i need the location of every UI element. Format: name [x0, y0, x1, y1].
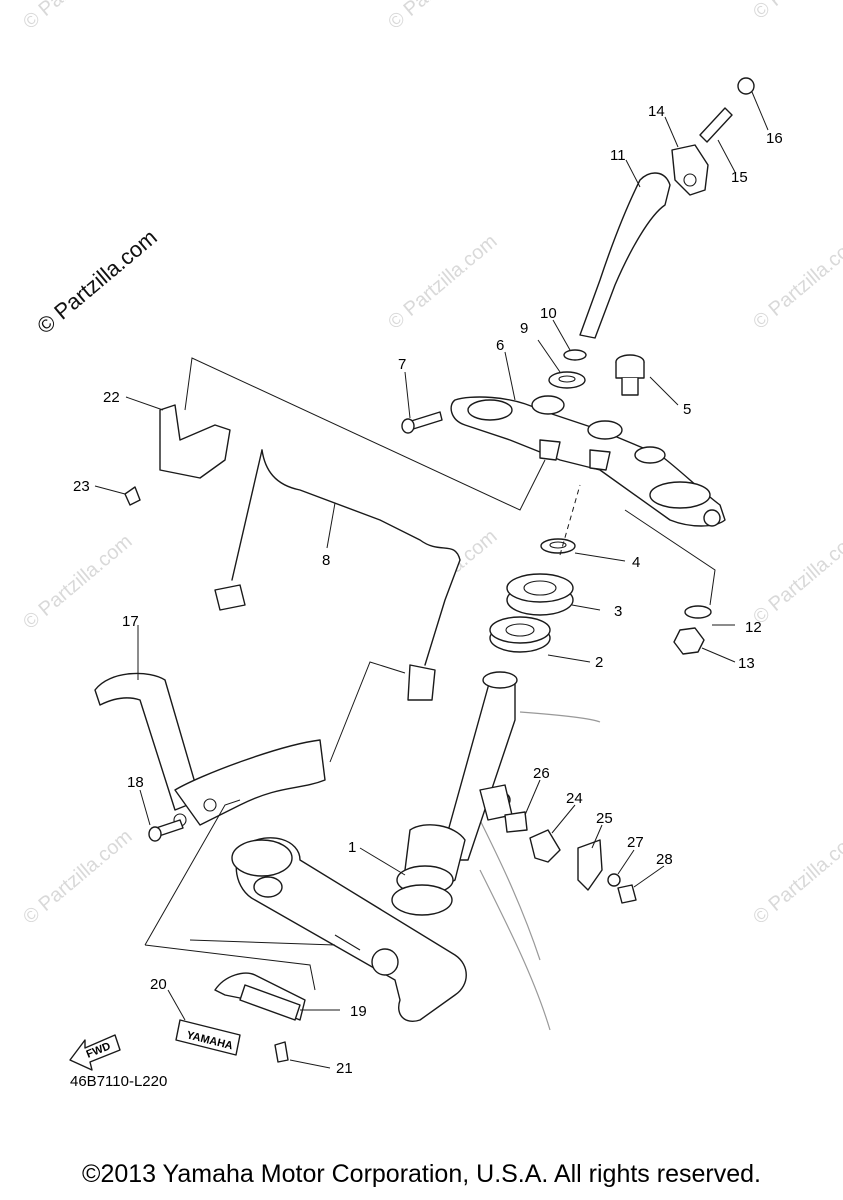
callout-21: 21	[336, 1060, 353, 1077]
callout-12: 12	[745, 619, 762, 636]
diagram-code: 46B7110-L220	[70, 1073, 167, 1090]
watermark: © Partzilla.com	[749, 0, 843, 24]
callout-17: 17	[122, 613, 139, 630]
washer-10	[563, 349, 587, 361]
upper-bracket	[450, 395, 726, 527]
callout-9: 9	[520, 320, 528, 337]
partzilla-watermark: © Partzilla.com	[32, 224, 162, 338]
callout-3: 3	[614, 603, 622, 620]
callout-6: 6	[496, 337, 504, 354]
callout-23: 23	[73, 478, 90, 495]
callout-28: 28	[656, 851, 673, 868]
bolt-15	[699, 107, 733, 143]
callout-25: 25	[596, 810, 613, 827]
wire-8	[261, 449, 461, 666]
callout-19: 19	[350, 1003, 367, 1020]
bolt-5	[615, 354, 645, 396]
assembly-lines	[144, 357, 716, 991]
bolt-7	[401, 411, 443, 434]
spring-26	[504, 811, 528, 833]
callout-16: 16	[766, 130, 783, 147]
washer-12	[684, 605, 712, 619]
callout-8: 8	[322, 552, 330, 569]
bracket-22	[159, 404, 231, 479]
watermark: © Partzilla.com	[19, 530, 136, 633]
nut-16	[737, 77, 755, 95]
callout-18: 18	[127, 774, 144, 791]
callout-15: 15	[731, 169, 748, 186]
callout-7: 7	[398, 356, 406, 373]
callout-27: 27	[627, 834, 644, 851]
watermark: © Partzilla.com	[749, 230, 843, 333]
watermark: © Partzilla.com	[384, 230, 501, 333]
callout-4: 4	[632, 554, 640, 571]
leader-lines	[94, 91, 769, 1069]
watermark: © Partzilla.com	[19, 825, 136, 928]
callout-26: 26	[533, 765, 550, 782]
collar-9	[548, 371, 586, 389]
nut-13	[673, 627, 705, 655]
bolt-23	[124, 486, 141, 506]
callout-24: 24	[566, 790, 583, 807]
callout-20: 20	[150, 976, 167, 993]
watermark: © Partzilla.com	[384, 0, 501, 34]
bolt-21	[274, 1041, 289, 1063]
callout-1: 1	[348, 839, 356, 856]
bearing-stack	[489, 538, 576, 653]
copyright-notice: ©2013 Yamaha Motor Corporation, U.S.A. A…	[82, 1160, 761, 1188]
callout-labels: 1 2 3 4 5 6 7 8 9 10 11 12 13 14 15 16 1…	[73, 103, 783, 1077]
steering-stem	[231, 671, 518, 1022]
watermark: © Partzilla.com	[749, 525, 843, 628]
watermark: © Partzilla.com	[19, 0, 136, 34]
callout-2: 2	[595, 654, 603, 671]
part-27	[607, 873, 621, 887]
fwd-arrow: FWD	[69, 1034, 121, 1071]
part-25	[577, 839, 603, 891]
stay-11	[579, 172, 671, 339]
yamaha-tag-20: YAMAHA	[175, 1019, 241, 1056]
holder-14	[671, 144, 709, 196]
callout-10: 10	[540, 305, 557, 322]
screw-28	[617, 884, 637, 904]
callout-13: 13	[738, 655, 755, 672]
callout-22: 22	[103, 389, 120, 406]
watermark: © Partzilla.com	[749, 825, 843, 928]
part-24	[529, 829, 561, 863]
stay-17	[94, 672, 326, 827]
callout-11: 11	[610, 147, 626, 164]
callout-14: 14	[648, 103, 665, 120]
callout-5: 5	[683, 401, 691, 418]
